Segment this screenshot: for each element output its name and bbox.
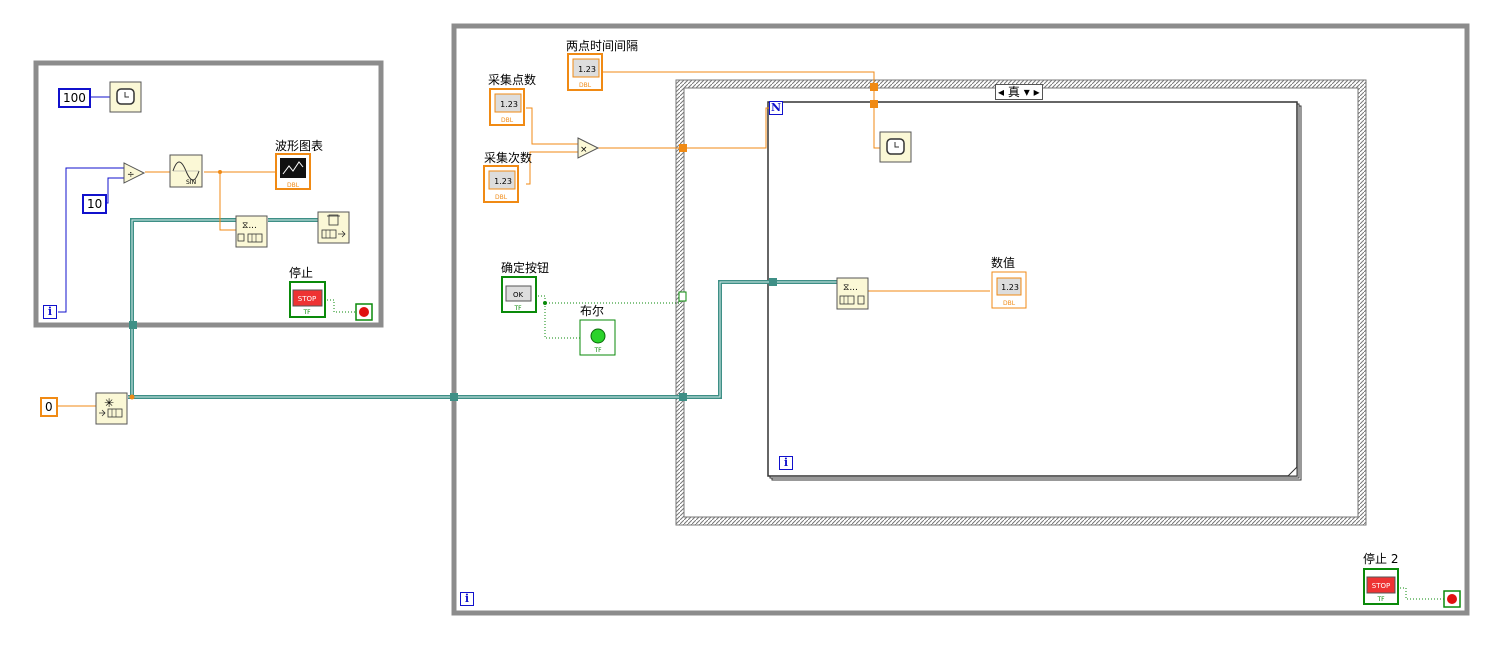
wait-constant-100[interactable]: 100 — [58, 88, 91, 108]
waveform-chart-terminal[interactable]: DBL — [275, 153, 311, 190]
stop2-tf-text: TF — [1376, 596, 1385, 603]
ok-button-terminal[interactable]: OK TF — [501, 276, 537, 313]
value-indicator-terminal[interactable]: 1.23 DBL — [991, 271, 1027, 309]
samples-dbl-text: DBL — [501, 117, 514, 124]
queue-wires — [128, 218, 838, 399]
svg-text:✳: ✳ — [104, 396, 114, 410]
enqueue-element-node[interactable]: ⧖... — [235, 215, 268, 248]
count-label: 采集次数 — [484, 151, 533, 165]
dequeue-element-node[interactable]: ⧖... — [836, 277, 869, 310]
value-dbl-text: DBL — [1003, 300, 1016, 307]
divisor-constant-10[interactable]: 10 — [82, 194, 108, 214]
samples-control-terminal[interactable]: 1.23 DBL — [489, 88, 525, 126]
queue-size-constant-0[interactable]: 0 — [40, 397, 58, 417]
samples-label: 采集点数 — [488, 73, 537, 87]
stop-tf-text: TF — [302, 309, 311, 316]
value-label: 数值 — [991, 256, 1016, 270]
stop-icon-text: STOP — [298, 295, 316, 303]
for-loop[interactable] — [767, 101, 1302, 481]
interval-dbl-text: DBL — [579, 82, 592, 89]
bool-indicator-terminal[interactable]: TF — [579, 319, 616, 356]
count-dbl-text: DBL — [495, 194, 508, 201]
boolean-wires — [327, 295, 1444, 600]
right-while-loop[interactable] — [451, 23, 1470, 616]
svg-text:×: × — [580, 145, 588, 155]
interval-control-terminal[interactable]: 1.23 DBL — [567, 53, 603, 91]
interval-label: 两点时间间隔 — [566, 39, 639, 53]
left-while-loop[interactable] — [33, 60, 384, 328]
stop2-icon-text: STOP — [1372, 582, 1390, 590]
ok-button-label: 确定按钮 — [501, 261, 550, 275]
case-selector-label[interactable]: ◂ 真 ▾ ▸ — [995, 84, 1043, 100]
interval-num-text: 1.23 — [578, 65, 596, 74]
stop2-button-terminal[interactable]: STOP TF — [1363, 568, 1399, 605]
obtain-queue-node[interactable]: ✳ — [95, 392, 128, 425]
loop-condition-right[interactable] — [1443, 590, 1461, 608]
chart-dbl-text: DBL — [287, 182, 300, 189]
waveform-chart-label: 波形图表 — [275, 139, 324, 153]
wait-ms-node-2[interactable] — [879, 131, 912, 163]
stop-button-terminal[interactable]: STOP TF — [289, 281, 326, 318]
ok-tf-text: TF — [513, 305, 522, 312]
svg-text:⧖...: ⧖... — [242, 221, 257, 231]
for-loop-count-terminal: N — [769, 101, 783, 115]
wait-ms-node[interactable] — [109, 81, 142, 113]
case-selector-value: 真 — [1007, 85, 1020, 99]
loop-condition-left[interactable] — [355, 303, 373, 321]
count-num-text: 1.23 — [494, 177, 512, 186]
count-control-terminal[interactable]: 1.23 DBL — [483, 165, 519, 203]
sine-node[interactable]: SIN — [169, 154, 203, 188]
ok-text: OK — [513, 291, 524, 299]
value-num-text: 1.23 — [1001, 283, 1019, 292]
svg-text:⧖...: ⧖... — [843, 283, 858, 293]
right-loop-iteration-terminal: i — [460, 592, 474, 606]
bool-tf-text: TF — [593, 347, 602, 354]
release-queue-node[interactable] — [317, 211, 350, 244]
divide-node[interactable]: ÷ — [123, 162, 146, 184]
svg-text:÷: ÷ — [127, 170, 135, 180]
sine-text: SIN — [186, 179, 196, 186]
for-loop-iteration-terminal: i — [779, 456, 793, 470]
case-prev-arrow[interactable]: ◂ — [998, 85, 1005, 99]
case-next-arrow[interactable]: ▸ — [1033, 85, 1040, 99]
case-selector-tunnel[interactable] — [678, 291, 687, 302]
stop2-label: 停止 2 — [1363, 552, 1399, 566]
stop-label: 停止 — [289, 266, 314, 280]
samples-num-text: 1.23 — [500, 100, 518, 109]
bool-label: 布尔 — [580, 304, 605, 318]
case-dropdown-arrow[interactable]: ▾ — [1023, 85, 1030, 99]
left-loop-iteration-terminal: i — [43, 305, 57, 319]
multiply-node[interactable]: × — [577, 137, 600, 159]
